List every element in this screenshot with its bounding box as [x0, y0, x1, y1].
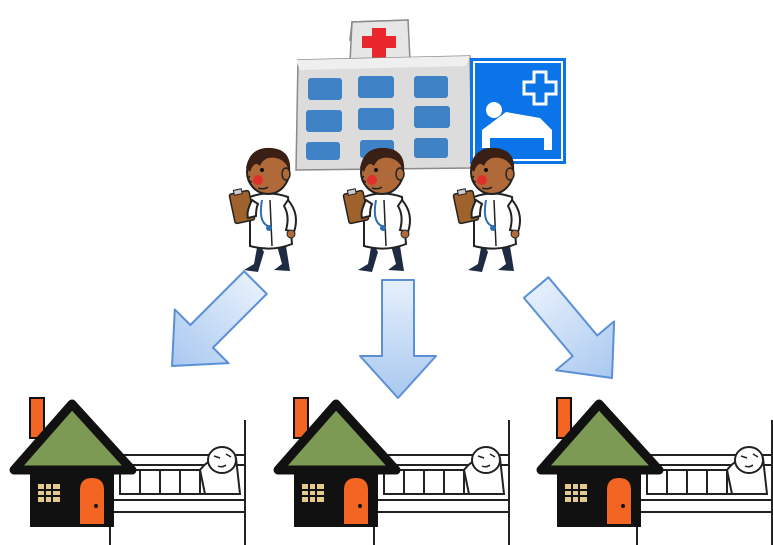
- doctor-left-icon: [228, 146, 297, 273]
- hospital-bed-sign-icon: [470, 58, 566, 164]
- arrow-down-left-icon: [144, 254, 284, 394]
- home-with-patient-center-icon: [278, 398, 509, 545]
- home-with-patient-left-icon: [14, 398, 245, 545]
- arrow-down-right-icon: [506, 262, 643, 404]
- hospital-building-icon: [295, 19, 473, 171]
- arrow-down-icon: [359, 279, 437, 399]
- home-with-patient-right-icon: [541, 398, 772, 545]
